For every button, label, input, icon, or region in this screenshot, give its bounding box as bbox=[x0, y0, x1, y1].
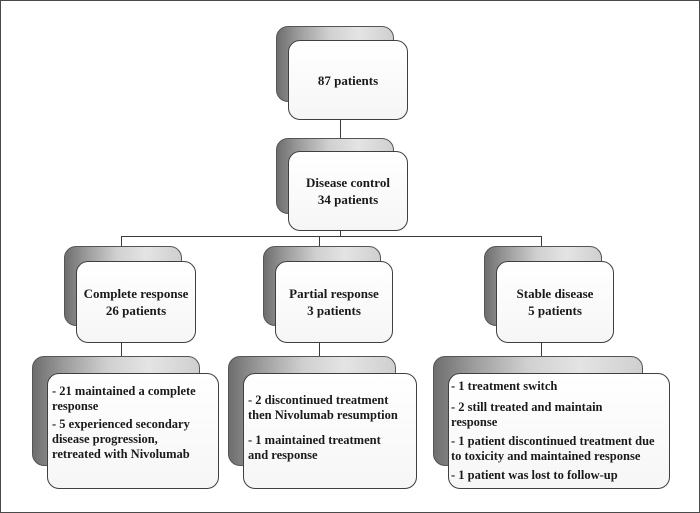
connector-to-complete bbox=[121, 236, 122, 246]
root-node: 87 patients bbox=[288, 40, 408, 120]
detail-line: then Nivolumab resumption bbox=[248, 408, 398, 422]
partial-node: Partial response 3 patients bbox=[275, 261, 393, 343]
detail-line: - 1 treatment switch bbox=[451, 379, 558, 393]
partial-details: - 2 discontinued treatment then Nivoluma… bbox=[243, 373, 417, 489]
complete-node-count: 26 patients bbox=[105, 303, 167, 318]
detail-line: disease progression, bbox=[52, 432, 158, 446]
detail-line: retreated with Nivolumab bbox=[52, 447, 190, 461]
stable-details: - 1 treatment switch - 2 still treated a… bbox=[448, 373, 670, 489]
connector-to-stable bbox=[541, 236, 542, 246]
detail-line: response bbox=[52, 399, 99, 413]
detail-line: - 21 maintained a complete bbox=[52, 384, 196, 398]
detail-line: - 2 discontinued treatment bbox=[248, 393, 389, 407]
partial-node-title: Partial response bbox=[289, 286, 379, 301]
detail-line: - 2 still treated and maintain bbox=[451, 400, 603, 414]
detail-line: to toxicity and maintained response bbox=[451, 449, 641, 463]
stable-node-title: Stable disease bbox=[516, 286, 594, 301]
complete-details: - 21 maintained a complete response - 5 … bbox=[47, 373, 219, 489]
connector-control-down bbox=[340, 229, 341, 237]
complete-node-title: Complete response bbox=[83, 286, 189, 301]
partial-detail-2: - 1 maintained treatment and response bbox=[248, 433, 381, 463]
stable-detail-2: - 2 still treated and maintain response bbox=[451, 400, 603, 430]
root-node-label: 87 patients bbox=[317, 72, 379, 88]
detail-line: - 5 experienced secondary bbox=[52, 417, 190, 431]
detail-line: - 1 maintained treatment bbox=[248, 433, 381, 447]
stable-detail-4: - 1 patient was lost to follow-up bbox=[451, 468, 618, 483]
detail-line: - 1 patient was lost to follow-up bbox=[451, 468, 618, 482]
complete-detail-2: - 5 experienced secondary disease progre… bbox=[52, 417, 190, 462]
control-node-title: Disease control bbox=[306, 175, 390, 190]
complete-detail-1: - 21 maintained a complete response bbox=[52, 384, 196, 414]
stable-detail-3: - 1 patient discontinued treatment due t… bbox=[451, 434, 655, 464]
stable-node: Stable disease 5 patients bbox=[496, 261, 614, 343]
partial-node-count: 3 patients bbox=[307, 303, 361, 318]
connector-to-partial bbox=[319, 236, 320, 246]
stable-detail-1: - 1 treatment switch bbox=[451, 379, 557, 394]
connector-complete-details bbox=[121, 341, 122, 356]
complete-node: Complete response 26 patients bbox=[76, 261, 196, 343]
partial-detail-1: - 2 discontinued treatment then Nivoluma… bbox=[248, 393, 398, 423]
detail-line: and response bbox=[248, 448, 318, 462]
detail-line: response bbox=[451, 415, 498, 429]
detail-line: - 1 patient discontinued treatment due bbox=[451, 434, 655, 448]
connector-stable-details bbox=[541, 341, 542, 356]
connector-horizontal bbox=[121, 236, 542, 237]
connector-partial-details bbox=[319, 341, 320, 356]
connector-root-control bbox=[340, 118, 341, 138]
stable-node-count: 5 patients bbox=[528, 303, 582, 318]
control-node-count: 34 patients bbox=[317, 192, 379, 207]
control-node: Disease control 34 patients bbox=[288, 151, 408, 231]
